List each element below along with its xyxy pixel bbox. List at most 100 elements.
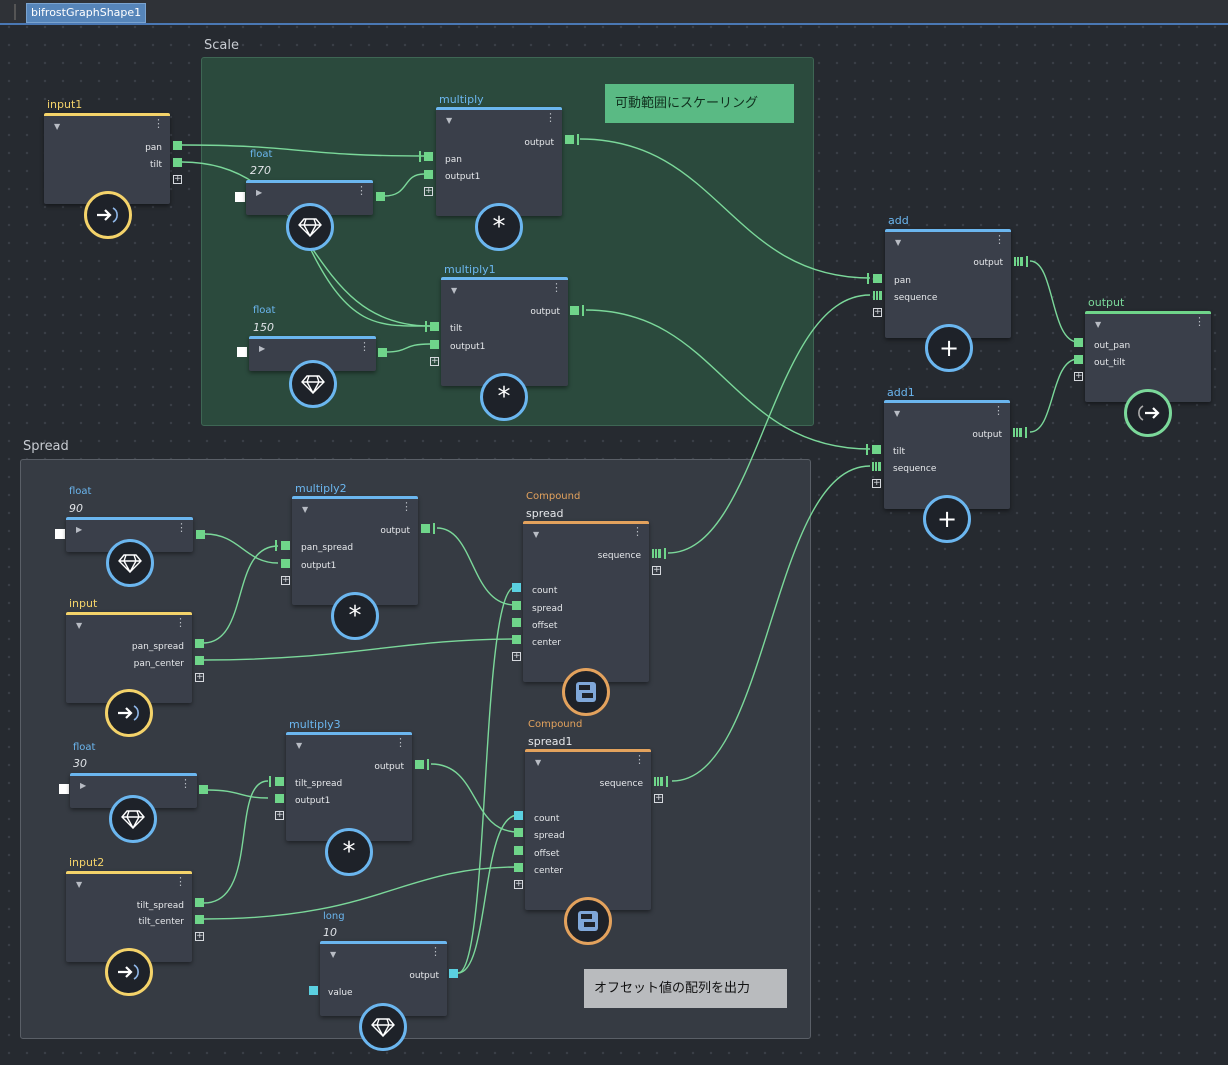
port-multiply-pan-in[interactable] [424, 152, 433, 161]
port-spread1-center-in[interactable] [514, 863, 523, 872]
port-spread1-count-in[interactable] [514, 811, 523, 820]
port-input2-tilt-spread-out[interactable] [195, 898, 204, 907]
node-menu-icon[interactable]: ⋮ [359, 340, 370, 353]
node-multiply[interactable]: ▼ ⋮ output pan output1 [436, 107, 562, 216]
float270-input-checkbox[interactable] [235, 192, 245, 202]
node-menu-icon[interactable]: ⋮ [153, 117, 164, 130]
expand-triangle-icon[interactable]: ▶ [76, 525, 83, 534]
port-long10-output-out[interactable] [449, 969, 458, 978]
add-port-button[interactable]: + [512, 651, 521, 661]
node-add1[interactable]: ▼ ⋮ output tilt sequence [884, 400, 1010, 509]
port-float150-out[interactable] [378, 348, 387, 357]
node-multiply3[interactable]: ▼ ⋮ output tilt_spread output1 [286, 732, 412, 841]
expand-triangle-icon[interactable]: ▶ [256, 188, 263, 197]
node-menu-icon[interactable]: ⋮ [176, 521, 187, 534]
port-input1-pan-out[interactable] [173, 141, 182, 150]
expand-triangle-icon[interactable]: ▶ [80, 781, 87, 790]
collapse-triangle-icon[interactable]: ▼ [76, 880, 83, 889]
port-float90-out[interactable] [196, 530, 205, 539]
node-float90[interactable]: ▶ ⋮ [66, 517, 193, 552]
add-port-button[interactable]: + [514, 879, 523, 889]
node-menu-icon[interactable]: ⋮ [395, 736, 406, 749]
add-port-button[interactable]: + [1074, 371, 1083, 381]
port-input-pan-spread-out[interactable] [195, 639, 204, 648]
port-float30-out[interactable] [199, 785, 208, 794]
port-multiply2-output1-in[interactable] [281, 559, 290, 568]
port-multiply2-output-out[interactable] [421, 524, 430, 533]
collapse-triangle-icon[interactable]: ▼ [54, 122, 61, 131]
float30-input-checkbox[interactable] [59, 784, 69, 794]
add-port-button[interactable]: + [872, 478, 881, 488]
node-multiply1[interactable]: ▼ ⋮ output tilt output1 [441, 277, 568, 386]
node-output[interactable]: ▼ ⋮ out_pan out_tilt [1085, 311, 1211, 402]
port-multiply-output1-in[interactable] [424, 170, 433, 179]
sticky-note-spread[interactable]: オフセット値の配列を出力 [584, 969, 787, 1008]
port-output-out-tilt-in[interactable] [1074, 355, 1083, 364]
node-menu-icon[interactable]: ⋮ [356, 184, 367, 197]
node-menu-icon[interactable]: ⋮ [175, 875, 186, 888]
port-input2-tilt-center-out[interactable] [195, 915, 204, 924]
collapse-triangle-icon[interactable]: ▼ [895, 238, 902, 247]
node-spread[interactable]: ▼ ⋮ sequence count spread offset center [523, 521, 649, 682]
port-spread-center-in[interactable] [512, 635, 521, 644]
port-multiply1-output-out[interactable] [570, 306, 579, 315]
port-spread1-spread-in[interactable] [514, 828, 523, 837]
port-multiply3-output-out[interactable] [415, 760, 424, 769]
port-multiply1-tilt-in[interactable] [430, 322, 439, 331]
port-spread1-offset-in[interactable] [514, 846, 523, 855]
collapse-triangle-icon[interactable]: ▼ [296, 741, 303, 750]
port-multiply-output-out[interactable] [565, 135, 574, 144]
collapse-triangle-icon[interactable]: ▼ [451, 286, 458, 295]
port-spread-sequence-out[interactable] [652, 549, 661, 558]
port-spread-count-in[interactable] [512, 583, 521, 592]
collapse-triangle-icon[interactable]: ▼ [302, 505, 309, 514]
port-multiply3-output1-in[interactable] [275, 794, 284, 803]
add-port-button[interactable]: + [275, 810, 284, 820]
collapse-triangle-icon[interactable]: ▼ [533, 530, 540, 539]
expand-triangle-icon[interactable]: ▶ [259, 344, 266, 353]
add-port-button[interactable]: + [873, 307, 882, 317]
node-menu-icon[interactable]: ⋮ [430, 945, 441, 958]
node-input1[interactable]: ▼ ⋮ pan tilt [44, 113, 170, 204]
tabbar-grip[interactable] [14, 4, 16, 20]
port-add-sequence-in[interactable] [873, 291, 882, 300]
port-input1-tilt-out[interactable] [173, 158, 182, 167]
node-menu-icon[interactable]: ⋮ [634, 753, 645, 766]
node-multiply2[interactable]: ▼ ⋮ output pan_spread output1 [292, 496, 418, 605]
collapse-triangle-icon[interactable]: ▼ [330, 950, 337, 959]
node-menu-icon[interactable]: ⋮ [993, 404, 1004, 417]
add-port-button[interactable]: + [195, 931, 204, 941]
add-port-button[interactable]: + [654, 793, 663, 803]
collapse-triangle-icon[interactable]: ▼ [76, 621, 83, 630]
tab-bifrost-graph-shape[interactable]: bifrostGraphShape1 [26, 3, 147, 23]
node-menu-icon[interactable]: ⋮ [175, 616, 186, 629]
port-float270-out[interactable] [376, 192, 385, 201]
port-multiply2-pan-spread-in[interactable] [281, 541, 290, 550]
add-port-button[interactable]: + [195, 672, 204, 682]
collapse-triangle-icon[interactable]: ▼ [535, 758, 542, 767]
node-menu-icon[interactable]: ⋮ [632, 525, 643, 538]
port-multiply3-tilt-spread-in[interactable] [275, 777, 284, 786]
node-menu-icon[interactable]: ⋮ [180, 777, 191, 790]
port-long10-value-in[interactable] [309, 986, 318, 995]
node-input[interactable]: ▼ ⋮ pan_spread pan_center [66, 612, 192, 703]
node-spread1[interactable]: ▼ ⋮ sequence count spread offset center [525, 749, 651, 910]
node-menu-icon[interactable]: ⋮ [1194, 315, 1205, 328]
port-multiply1-output1-in[interactable] [430, 340, 439, 349]
collapse-triangle-icon[interactable]: ▼ [894, 409, 901, 418]
add-port-button[interactable]: + [424, 186, 433, 196]
node-add[interactable]: ▼ ⋮ output pan sequence [885, 229, 1011, 338]
node-menu-icon[interactable]: ⋮ [994, 233, 1005, 246]
port-add-output-out[interactable] [1014, 257, 1023, 266]
node-menu-icon[interactable]: ⋮ [545, 111, 556, 124]
port-add1-sequence-in[interactable] [872, 462, 881, 471]
add-port-button[interactable]: + [430, 356, 439, 366]
collapse-triangle-icon[interactable]: ▼ [446, 116, 453, 125]
add-port-button[interactable]: + [173, 174, 182, 184]
port-add-pan-in[interactable] [873, 274, 882, 283]
node-menu-icon[interactable]: ⋮ [551, 281, 562, 294]
port-add1-tilt-in[interactable] [872, 445, 881, 454]
collapse-triangle-icon[interactable]: ▼ [1095, 320, 1102, 329]
port-spread1-sequence-out[interactable] [654, 777, 663, 786]
node-menu-icon[interactable]: ⋮ [401, 500, 412, 513]
